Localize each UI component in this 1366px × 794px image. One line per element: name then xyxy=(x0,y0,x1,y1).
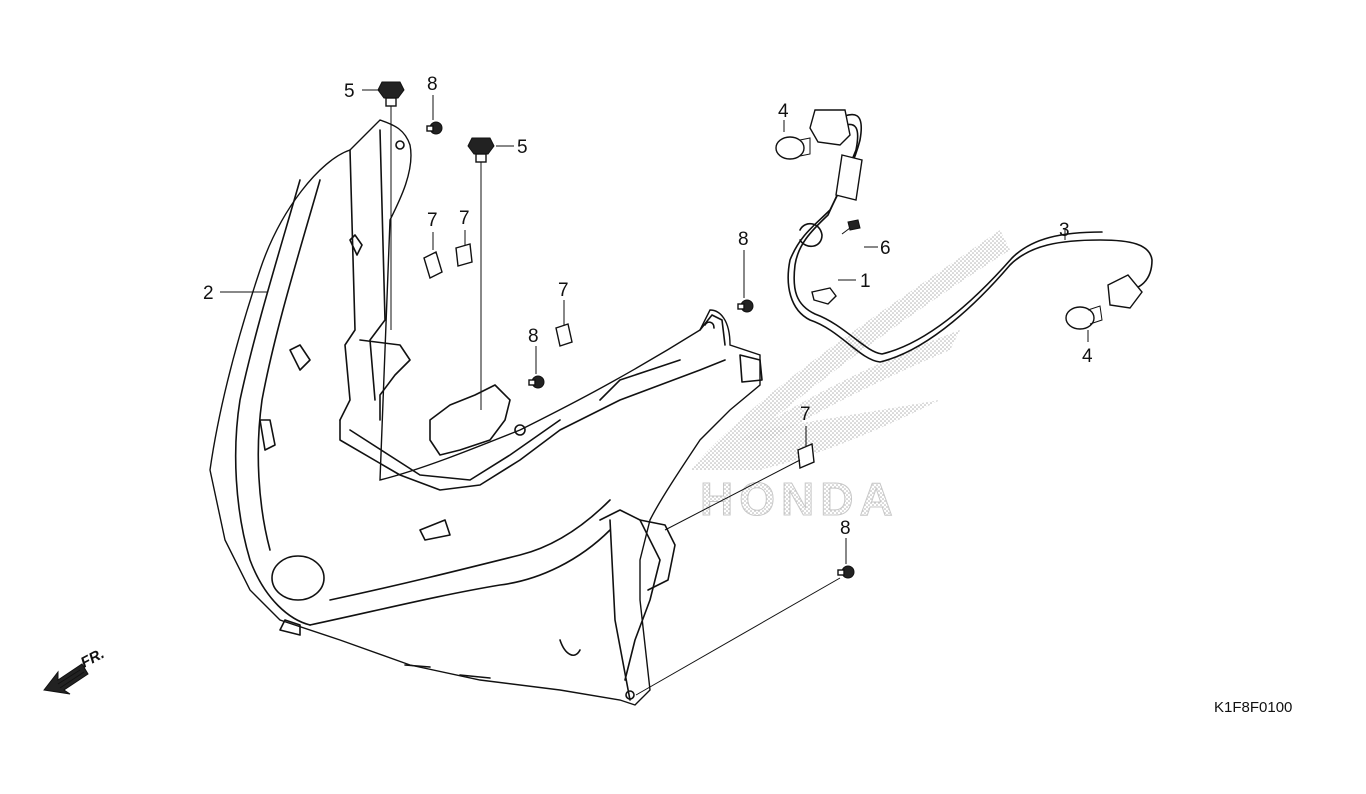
front-indicator: FR. xyxy=(43,645,107,695)
callout-7d: 7 xyxy=(800,404,811,425)
watermark-text: HONDA xyxy=(700,473,899,525)
callout-4b: 4 xyxy=(1082,346,1093,367)
callout-7b: 7 xyxy=(459,208,470,229)
callout-5b: 5 xyxy=(517,137,528,158)
callout-1: 1 xyxy=(860,271,871,292)
leader-lines xyxy=(220,89,1089,696)
callout-8d: 8 xyxy=(840,518,851,539)
callout-8b: 8 xyxy=(738,229,749,250)
callout-4a: 4 xyxy=(778,101,789,122)
callout-5a: 5 xyxy=(344,81,355,102)
callout-labels: 1 2 3 4 4 5 5 6 7 7 7 7 8 8 8 8 xyxy=(203,74,1093,539)
callout-7a: 7 xyxy=(427,210,438,231)
callout-7c: 7 xyxy=(558,280,569,301)
screw-part xyxy=(426,121,855,579)
honda-wing-logo: HONDA xyxy=(690,230,1010,526)
callout-8c: 8 xyxy=(528,326,539,347)
callout-2: 2 xyxy=(203,283,214,304)
headlight-cover-part xyxy=(209,119,763,706)
clip-nut-part xyxy=(423,243,815,470)
wire-harness-part xyxy=(775,109,1153,363)
diagram-code: K1F8F0100 xyxy=(1214,699,1292,716)
callout-6: 6 xyxy=(880,238,891,259)
callout-8a: 8 xyxy=(427,74,438,95)
callout-3: 3 xyxy=(1059,220,1070,241)
